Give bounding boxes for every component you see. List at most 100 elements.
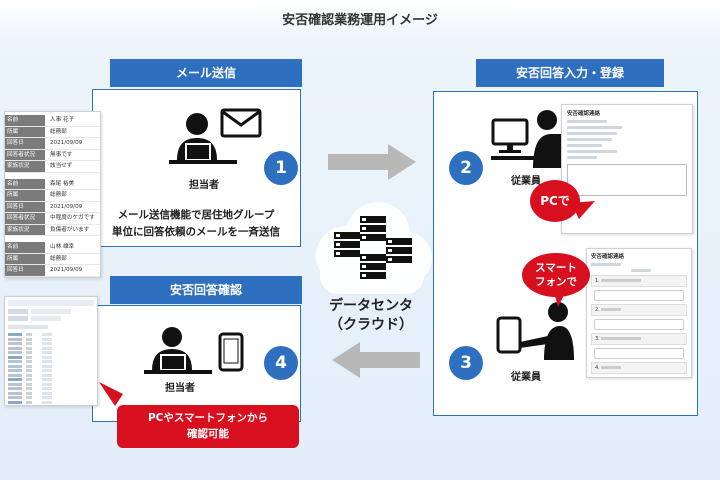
list-item bbox=[8, 333, 94, 336]
list-item bbox=[8, 387, 94, 390]
record-field-label: 名前 bbox=[5, 115, 46, 126]
send-arrow bbox=[328, 144, 416, 180]
record-field-value: 中程度のケガです bbox=[50, 215, 95, 221]
sp-callout-line2: フォンで bbox=[535, 276, 577, 288]
employee-at-pc-icon bbox=[491, 110, 561, 168]
record-field-value: 森尾 裕美 bbox=[50, 180, 75, 187]
confirm-callout: PCやスマートフォンから 確認可能 bbox=[117, 405, 299, 448]
record-row: 名前山林 雄幸 bbox=[5, 242, 100, 254]
sp-callout: スマート フォンで bbox=[522, 253, 590, 297]
sp-form-answer bbox=[594, 348, 684, 359]
sp-form-answer bbox=[594, 290, 684, 301]
list-item bbox=[8, 346, 94, 350]
step-1-badge: 1 bbox=[264, 151, 298, 185]
list-item bbox=[8, 373, 94, 377]
email-panel-header: メール送信 bbox=[110, 59, 302, 87]
record-field-label: 回答日 bbox=[5, 201, 46, 212]
pc-form-heading: 安否確認連絡 bbox=[567, 111, 601, 117]
list-item bbox=[8, 382, 94, 386]
list-item bbox=[8, 378, 94, 381]
sp-form-screenshot: 安否確認連絡 1. 2. 3. 4. bbox=[586, 248, 692, 378]
record-row: 回答者状況無事です bbox=[5, 149, 100, 161]
list-item bbox=[8, 337, 94, 341]
record-field-value: 総務部 bbox=[50, 192, 67, 198]
list-item bbox=[8, 396, 94, 399]
diagram-title: 安否確認業務運用イメージ bbox=[282, 13, 438, 28]
record-field-value: 総務部 bbox=[50, 128, 67, 135]
email-description-line1: メール送信機能で居住地グループ bbox=[117, 209, 275, 221]
record-row: 回答日 2021/09/09 bbox=[5, 265, 100, 277]
confirm-callout-line1: PCやスマートフォンから bbox=[147, 412, 269, 424]
pc-employee-label: 従業員 bbox=[511, 176, 541, 187]
list-item bbox=[8, 369, 94, 372]
confirm-list-screenshot bbox=[4, 296, 98, 406]
record-field-value: 2021/09/09 bbox=[50, 140, 83, 146]
confirm-callout-line2: 確認可能 bbox=[187, 428, 229, 440]
record-row: 家族状況負傷者がいます bbox=[5, 224, 100, 236]
record-field-label: 回答日 bbox=[5, 138, 46, 149]
cloud-icon bbox=[316, 202, 432, 294]
record-field-label: 名前 bbox=[5, 242, 46, 253]
record-field-label: 名前 bbox=[5, 178, 46, 189]
sp-employee-label: 従業員 bbox=[511, 372, 541, 383]
record-row: 名前人事 花子 bbox=[5, 115, 100, 127]
record-field-label: 回答者状況 bbox=[5, 276, 46, 277]
list-item bbox=[8, 355, 94, 359]
step-3-badge: 3 bbox=[449, 346, 483, 380]
cloud-label: データセンタ （クラウド） bbox=[316, 297, 426, 335]
record-row: 名前森尾 裕美 bbox=[5, 178, 100, 190]
staff-at-pc-icon bbox=[144, 327, 212, 374]
list-item bbox=[8, 364, 94, 368]
record-field-label: 所属 bbox=[5, 190, 46, 201]
server-rack bbox=[334, 216, 412, 279]
record-row: 所属総務部 bbox=[5, 126, 100, 138]
record-field-label: 家族状況 bbox=[5, 161, 46, 172]
record-row: 所属総務部 bbox=[5, 190, 100, 202]
record-field-value: 無事です bbox=[50, 151, 73, 158]
return-arrow bbox=[332, 342, 420, 378]
entry-panel-header: 安否回答入力・登録 bbox=[476, 59, 664, 87]
list-item bbox=[8, 360, 94, 363]
record-field-value: 該当せず bbox=[50, 163, 73, 169]
employee-with-smartphone-icon bbox=[496, 302, 574, 360]
record-row: 回答日 2021/09/09 bbox=[5, 138, 100, 150]
record-field-label: 所属 bbox=[5, 126, 46, 137]
record-field-value: 2021/09/09 bbox=[50, 267, 83, 273]
record-field-label: 所属 bbox=[5, 253, 46, 264]
email-description-line2: 単位に回答依頼のメールを一斉送信 bbox=[112, 226, 280, 238]
record-field-label: 回答者状況 bbox=[5, 149, 46, 160]
list-item bbox=[8, 391, 94, 395]
record-field-value: 負傷者がいます bbox=[50, 226, 90, 233]
record-field-value: 人事 花子 bbox=[50, 117, 75, 123]
list-item bbox=[8, 342, 94, 345]
step-4-badge: 4 bbox=[264, 346, 298, 380]
email-role-label: 担当者 bbox=[189, 180, 219, 191]
confirm-panel-header: 安否回答確認 bbox=[110, 276, 302, 304]
list-item bbox=[8, 400, 94, 404]
record-field-value: 山林 雄幸 bbox=[50, 244, 75, 250]
record-row: 所属総務部 bbox=[5, 253, 100, 265]
record-field-label: 回答日 bbox=[5, 265, 46, 276]
smartphone-icon bbox=[218, 332, 244, 372]
email-description: メール送信機能で居住地グループ 単位に回答依頼のメールを一斉送信 bbox=[98, 207, 294, 241]
sp-form-heading: 安否確認連絡 bbox=[591, 254, 625, 260]
callout-pointer bbox=[99, 382, 123, 406]
mail-icon bbox=[220, 108, 262, 138]
confirm-role-label: 担当者 bbox=[165, 383, 195, 394]
list-item bbox=[8, 351, 94, 354]
record-field-value: 無事です bbox=[46, 277, 72, 278]
record-row: 回答者状況中程度のケガです bbox=[5, 213, 100, 225]
record-row: 家族状況該当せず bbox=[5, 161, 100, 173]
cloud-label-line1: データセンタ bbox=[329, 298, 413, 314]
step-2-badge: 2 bbox=[449, 151, 483, 185]
sp-callout-line1: スマート bbox=[535, 262, 577, 274]
cloud-label-line2: （クラウド） bbox=[329, 317, 413, 333]
record-field-value: 2021/09/09 bbox=[50, 203, 83, 210]
sp-form-answer bbox=[594, 377, 684, 378]
